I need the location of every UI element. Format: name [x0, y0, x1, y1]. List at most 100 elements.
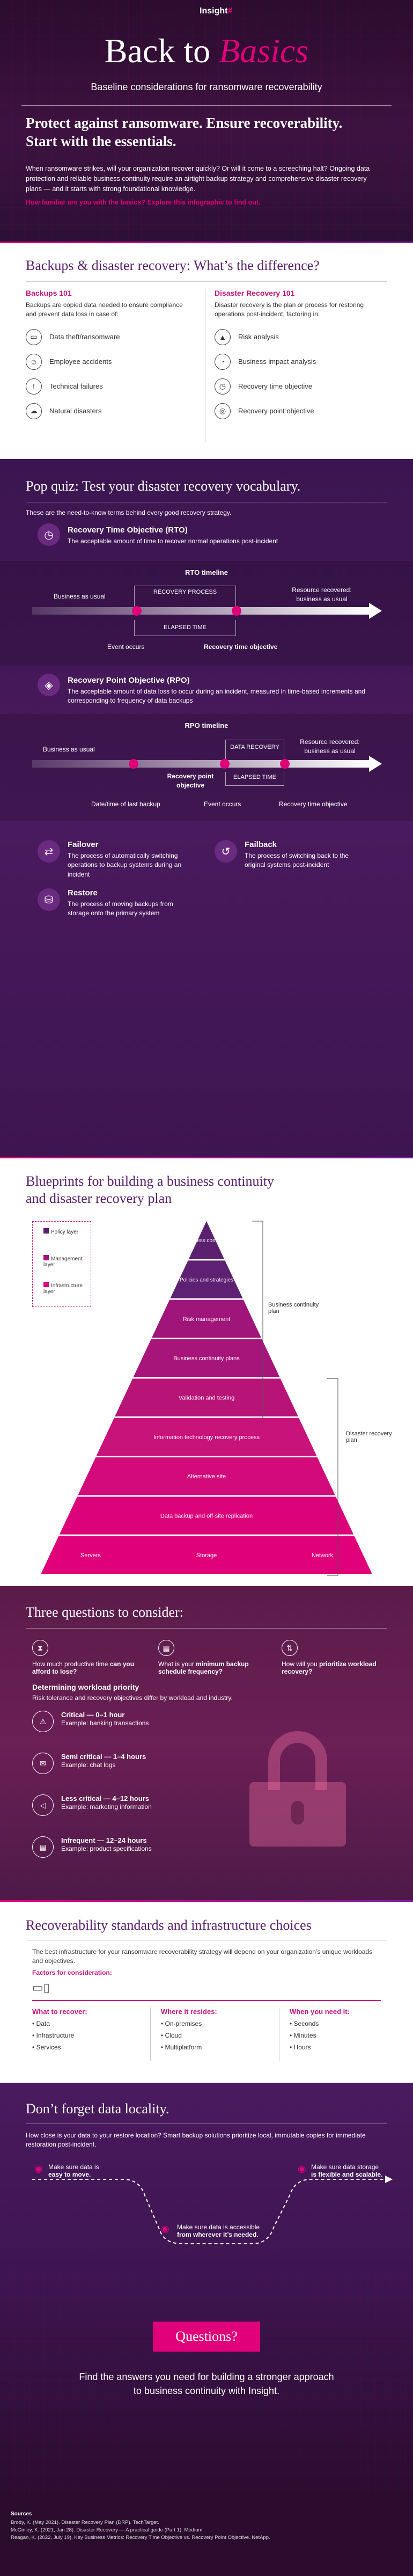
- failover-title: Failover: [68, 840, 99, 849]
- rto-event: Event occurs: [107, 643, 145, 651]
- pyramid-layer: [96, 1418, 317, 1456]
- locality-path: [32, 2176, 393, 2244]
- rto-timeline-panel: RTO timeline Business as usual RECOVERY …: [0, 561, 413, 666]
- locality-heading: Don’t forget data locality.: [26, 2101, 169, 2117]
- standards-body: The best infrastructure for your ransomw…: [32, 1948, 373, 1965]
- circuit-pattern: [0, 2271, 413, 2496]
- pyramid-layer-label: Business continuity: [183, 1238, 230, 1244]
- factor-item: • On-premises: [161, 2020, 202, 2027]
- rpo-timeline-panel: RPO timeline Business as usual DATA RECO…: [0, 714, 413, 821]
- rpo-business: Business as usual: [43, 746, 95, 753]
- backup-item: !Technical failures: [26, 374, 192, 399]
- rto-elapsed-bracket: [134, 620, 236, 636]
- hero-tagline: Protect against ransomware. Ensure recov…: [26, 115, 343, 149]
- brand-logo[interactable]: Insight#: [200, 6, 233, 16]
- legend-management: Management layer: [43, 1255, 83, 1268]
- bc-plan-bracket: [252, 1221, 263, 1419]
- rto-arrow: [32, 607, 370, 615]
- restore-title: Restore: [68, 888, 98, 897]
- pyramid-layer: [115, 1378, 298, 1417]
- backup-item: ▭Data theft/ransomware: [26, 325, 192, 349]
- factor-title: When you need it:: [290, 2008, 350, 2016]
- sources-title: Sources: [11, 2511, 32, 2517]
- chat-icon: ✉: [32, 1753, 54, 1774]
- quiz-heading: Pop quiz: Test your disaster recovery vo…: [26, 478, 301, 494]
- dr-plan-label: Disaster recovery plan: [346, 1431, 392, 1443]
- failback-icon: ↺: [215, 840, 237, 863]
- source-item[interactable]: Reagan, K. (2022, July 19). Key Business…: [11, 2535, 270, 2541]
- pyramid-layer: [188, 1221, 225, 1259]
- rpo-point: Recovery point objective: [167, 772, 214, 790]
- pyramid-layer-label: Alternative site: [187, 1473, 226, 1480]
- rpo-title: Recovery Point Objective (RPO): [68, 676, 190, 685]
- dr-item: ▲Risk analysis: [215, 325, 386, 349]
- factor-title: What to recover:: [32, 2008, 87, 2016]
- failback-desc: The process of switching back to the ori…: [245, 852, 349, 869]
- three-heading: Three questions to consider:: [26, 1604, 183, 1620]
- backups-divider: [26, 281, 387, 282]
- rpo-elapsed: ELAPSED TIME: [233, 774, 276, 780]
- priority-icon: ⇅: [282, 1640, 298, 1656]
- failback-title: Failback: [245, 840, 277, 849]
- chart-icon: ▲: [215, 329, 231, 345]
- pyramid-base-label: Storage: [196, 1552, 217, 1559]
- pyramid-layer-label: Risk management: [183, 1316, 231, 1323]
- backups-title: Backups 101: [26, 289, 72, 297]
- locality-divider: [26, 2123, 387, 2124]
- padlock-icon: [244, 1731, 351, 1849]
- rpo-timeline-title: RPO timeline: [185, 721, 228, 729]
- hero-title: Back to Basics: [104, 32, 309, 70]
- cta-text: Find the answers you need for building a…: [79, 2371, 334, 2396]
- source-item[interactable]: Brody, K. (May 2021). Disaster Recovery …: [11, 2520, 159, 2526]
- locality-section: Don’t forget data locality. How close is…: [0, 2083, 413, 2271]
- factor-item: • Seconds: [290, 2020, 319, 2027]
- rpo-rtime: Recovery time objective: [279, 800, 348, 808]
- backups-heading: Backups & disaster recovery: What’s the …: [26, 258, 320, 273]
- rto-timeline-title: RTO timeline: [185, 568, 228, 577]
- rpo-arrow-head: [369, 756, 382, 772]
- factor-col: When you need it: • Seconds • Minutes • …: [290, 2008, 386, 2051]
- dr-plan-bracket: [327, 1378, 338, 1576]
- rto-recovery-marker: [232, 606, 241, 616]
- hero-section: Insight# Back to Basics Baseline conside…: [0, 0, 413, 242]
- dr-item: ◎Recovery point objective: [215, 399, 386, 424]
- factor-item: • Minutes: [290, 2032, 316, 2039]
- rto-business: Business as usual: [54, 593, 106, 600]
- factor-item: • Cloud: [161, 2032, 182, 2039]
- cta-section: Questions? Find the answers you need for…: [0, 2271, 413, 2496]
- failover-desc: The process of automatically switching o…: [68, 852, 182, 878]
- dr-item: ◔Business impact analysis: [215, 349, 386, 374]
- question-card: ⧗ How much productive time can you affor…: [32, 1640, 139, 1675]
- factor-item: • Infrastructure: [32, 2032, 75, 2039]
- rpo-resumed: Resource recovered: business as usual: [300, 738, 360, 755]
- rto-process-bracket: [134, 586, 236, 606]
- factor-item: • Multiplatform: [161, 2044, 202, 2051]
- bc-plan-label: Business continuity plan: [268, 1302, 319, 1315]
- section-top-bar: [0, 242, 413, 243]
- rpo-datarec-bracket: [225, 740, 284, 759]
- questions-button[interactable]: Questions?: [153, 2322, 260, 2352]
- rpo-elapsed-bracket: [225, 772, 284, 786]
- pyramid-layer: [133, 1339, 280, 1377]
- circuit-pattern: [0, 0, 413, 242]
- pyramid-layer: [78, 1457, 335, 1495]
- question-card: ⇅ How will you prioritize workload recov…: [282, 1640, 389, 1675]
- source-item[interactable]: McGinley, K. (2021, Jan 28). Disaster Re…: [11, 2527, 204, 2533]
- pyramid-layer-label: Validation and testing: [179, 1395, 234, 1402]
- rto-title: Recovery Time Objective (RTO): [68, 526, 188, 535]
- quiz-intro: These are the need-to-know terms behind …: [26, 509, 232, 516]
- sources-section: Sources Brody, K. (May 2021). Disaster R…: [0, 2496, 413, 2576]
- section-top-bar: [0, 1900, 413, 1902]
- rpo-recovery-marker: [280, 759, 290, 769]
- factor-item: • Data: [32, 2020, 50, 2027]
- locality-body: How close is your data to your restore l…: [26, 2132, 366, 2149]
- factor-col-divider: [150, 2008, 151, 2061]
- devices-icon: ▭▯: [32, 1981, 50, 1994]
- pin-icon: ◉: [298, 2163, 306, 2174]
